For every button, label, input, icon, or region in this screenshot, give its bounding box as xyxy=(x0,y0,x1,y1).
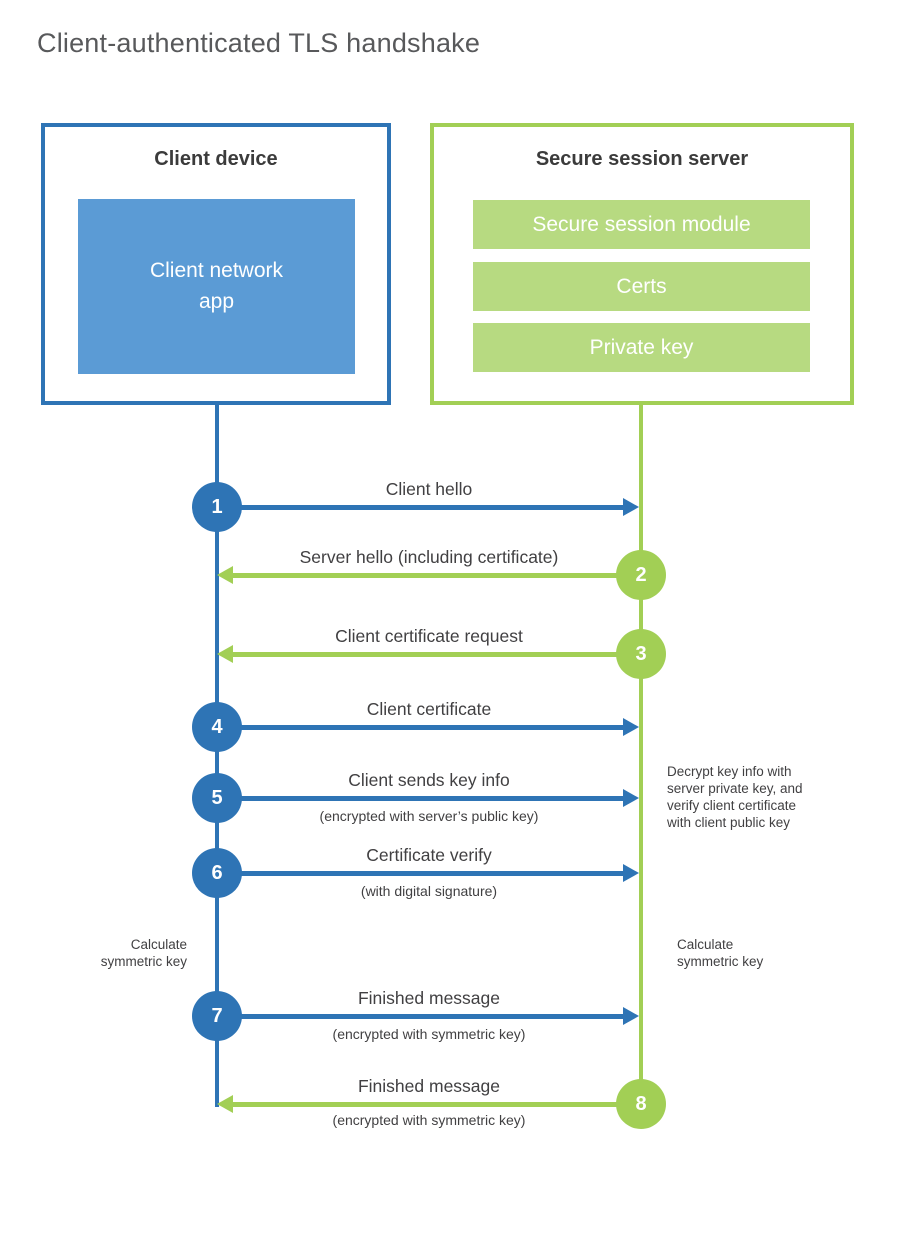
message-label: Certificate verify xyxy=(366,845,492,865)
server-module-bar: Certs xyxy=(473,262,810,311)
step-circle: 2 xyxy=(616,550,666,600)
message-sublabel: (with digital signature) xyxy=(360,883,498,899)
arrowhead-right-icon xyxy=(623,864,639,882)
message-label: Client certificate xyxy=(366,699,492,719)
message-arrow xyxy=(240,796,624,801)
step-number: 6 xyxy=(211,861,223,884)
message-label: Finished message xyxy=(357,988,501,1008)
step-number: 2 xyxy=(635,563,647,586)
server-module-bar: Private key xyxy=(473,323,810,372)
step-circle: 1 xyxy=(192,482,242,532)
message-arrow xyxy=(232,573,618,578)
decrypt-note: Decrypt key info with server private key… xyxy=(667,764,803,830)
secure-session-server-title: Secure session server xyxy=(535,148,749,170)
step-circle: 5 xyxy=(192,773,242,823)
arrowhead-right-icon xyxy=(623,498,639,516)
arrowhead-right-icon xyxy=(623,718,639,736)
message-sublabel: (encrypted with symmetric key) xyxy=(332,1026,526,1042)
message-arrow xyxy=(240,505,624,510)
message-sublabel: (encrypted with server’s public key) xyxy=(319,808,539,824)
message-arrow xyxy=(240,1014,624,1019)
arrowhead-right-icon xyxy=(623,789,639,807)
message-label: Client certificate request xyxy=(335,626,523,646)
message-arrow xyxy=(240,871,624,876)
step-circle: 7 xyxy=(192,991,242,1041)
calculate-symmetric-key-right: Calculate symmetric key xyxy=(677,937,764,969)
client-lifeline xyxy=(215,403,219,1107)
step-number: 1 xyxy=(211,495,223,518)
client-network-app-box: Client network app xyxy=(78,199,355,374)
message-label: Finished message xyxy=(357,1076,501,1096)
step-circle: 8 xyxy=(616,1079,666,1129)
server-module-bar: Secure session module xyxy=(473,200,810,249)
message-label: Client hello xyxy=(385,479,473,499)
step-circle: 4 xyxy=(192,702,242,752)
step-number: 3 xyxy=(635,642,647,665)
step-number: 5 xyxy=(211,786,223,809)
step-circle: 6 xyxy=(192,848,242,898)
message-label: Client sends key info xyxy=(348,770,510,790)
step-circle: 3 xyxy=(616,629,666,679)
arrowhead-left-icon xyxy=(217,566,233,584)
client-device-title: Client device xyxy=(154,148,278,170)
message-arrow xyxy=(232,652,618,657)
arrowhead-left-icon xyxy=(217,645,233,663)
message-arrow xyxy=(240,725,624,730)
server-lifeline xyxy=(639,403,643,1104)
message-arrow xyxy=(232,1102,618,1107)
message-sublabel: (encrypted with symmetric key) xyxy=(332,1112,526,1128)
step-number: 7 xyxy=(211,1004,223,1027)
message-label: Server hello (including certificate) xyxy=(299,547,559,567)
page-title: Client-authenticated TLS handshake xyxy=(37,28,481,58)
calculate-symmetric-key-left: Calculate symmetric key xyxy=(100,937,187,969)
step-number: 8 xyxy=(635,1092,647,1115)
step-number: 4 xyxy=(211,715,223,738)
arrowhead-right-icon xyxy=(623,1007,639,1025)
arrowhead-left-icon xyxy=(217,1095,233,1113)
